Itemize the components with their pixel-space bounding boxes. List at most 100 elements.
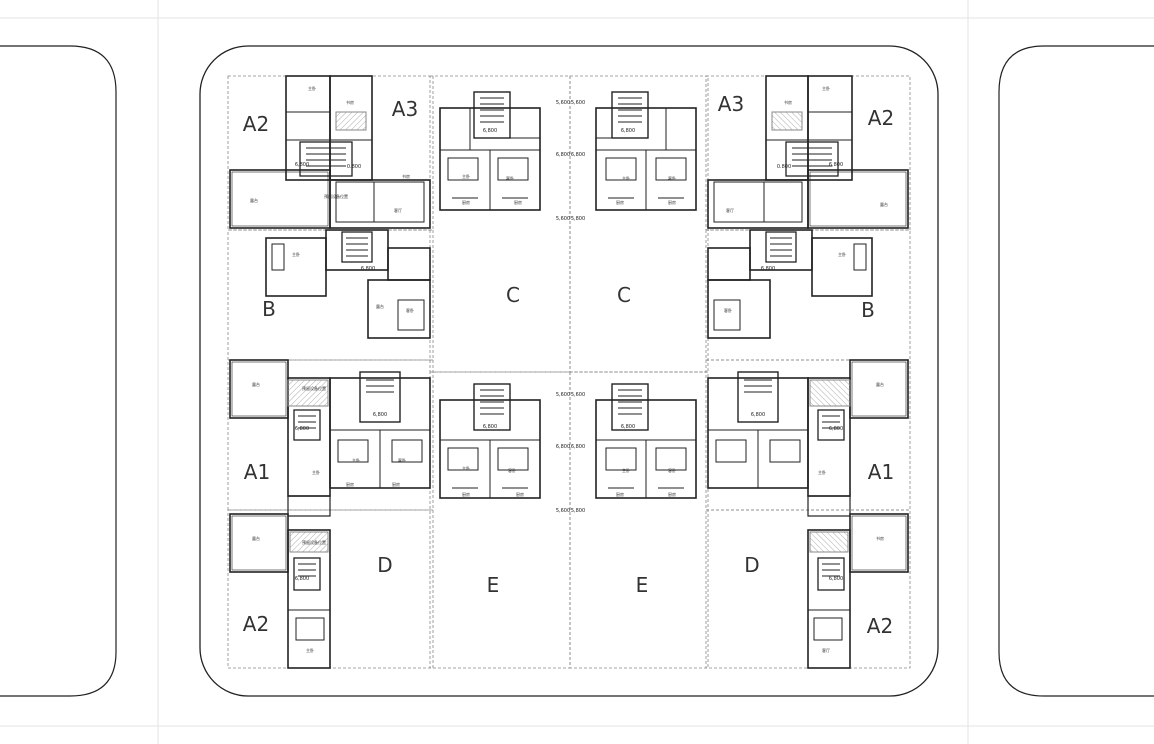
room-label: 露台 [876, 381, 884, 387]
dim-c-left-1: 6,800 [483, 128, 497, 134]
room-label: 书房 [346, 99, 354, 105]
house-unit-e-right [595, 383, 697, 499]
room-label: 客卧 [398, 457, 406, 463]
zone-label-b: B [262, 297, 276, 321]
room-label: 厨房 [346, 481, 354, 487]
room-label: 预留设备位置 [324, 193, 348, 199]
room-label: 厨房 [616, 199, 624, 205]
room-label: 主卧 [838, 251, 846, 257]
zone-label-a2: A2 [868, 106, 894, 130]
zone-label-c: C [506, 283, 520, 307]
dim-a2-br: 6,800 [829, 576, 843, 582]
room-label: 主卧 [308, 85, 316, 91]
zone-label-a1: A1 [868, 460, 894, 484]
dim-bot-2: 5,800 [571, 216, 585, 222]
dim-a2-tr: 6,800 [829, 162, 843, 168]
zone-labels: A2 A3 B C C A3 A2 B A1 D E E D A1 A2 A2 [243, 92, 894, 638]
room-label: 厨房 [462, 199, 470, 205]
zone-label-d: D [744, 553, 759, 577]
dim-e-top-1: 5,600 [556, 392, 570, 398]
house-unit-b-left [265, 229, 431, 339]
room-label: 厨房 [616, 491, 624, 497]
room-label: 露台 [250, 197, 258, 203]
dim-a2-tl-2: 0.800 [347, 164, 361, 170]
dim-a1-right: 6,800 [751, 412, 765, 418]
room-label: 厨房 [516, 491, 524, 497]
house-unit-c-right [595, 91, 697, 211]
room-label: 主卧 [622, 175, 630, 181]
dim-top-2: 5,600 [571, 100, 585, 106]
left-neighbour-block [0, 45, 117, 697]
dim-e-bot-2: 5,800 [571, 508, 585, 514]
zone-label-a2: A2 [243, 112, 269, 136]
room-label: 客厅 [822, 647, 830, 653]
room-label: 厨房 [668, 199, 676, 205]
dim-e-mid-2: 6,800 [571, 444, 585, 450]
room-label: 客卧 [724, 307, 732, 313]
main-site-boundary [199, 45, 939, 697]
zone-label-b: B [861, 298, 875, 322]
right-neighbour-block [998, 45, 1154, 697]
room-label: 预留设备位置 [302, 385, 326, 391]
zone-label-a1: A1 [244, 460, 270, 484]
house-unit-a1-left [229, 359, 431, 517]
zone-label-a2: A2 [243, 612, 269, 636]
room-label: 主卧 [462, 465, 470, 471]
dim-bot-1: 5,600 [556, 216, 570, 222]
room-label: 书房 [876, 535, 884, 541]
room-label: 客厅 [726, 207, 734, 213]
dim-e-top-2: 5,600 [571, 392, 585, 398]
zone-label-a3: A3 [718, 92, 744, 116]
room-label: 露台 [880, 201, 888, 207]
dim-a2-tl: 6,800 [295, 162, 309, 168]
dim-e-bot-1: 5,600 [556, 508, 570, 514]
zone-label-a2: A2 [867, 614, 893, 638]
dim-b-right: 6,800 [761, 266, 775, 272]
room-label: 预留设备位置 [302, 539, 326, 545]
house-unit-a2-bottom-right [807, 513, 909, 669]
room-label: 主卧 [622, 467, 630, 473]
room-label: 主卧 [312, 469, 320, 475]
room-label: 客卧 [406, 307, 414, 313]
room-label: 厨房 [514, 199, 522, 205]
room-label: 主卧 [818, 469, 826, 475]
zone-label-e: E [487, 573, 500, 597]
dim-top-1: 5,600 [556, 100, 570, 106]
dimension-annotations: 6,800 6,800 5,600 5,600 6,800 6,800 5,60… [295, 100, 843, 582]
room-label: 主卧 [352, 457, 360, 463]
dim-mid-1: 6,800 [556, 152, 570, 158]
dim-c-right-1: 6,800 [621, 128, 635, 134]
room-label: 露台 [252, 535, 260, 541]
dim-e-right: 6,800 [621, 424, 635, 430]
dim-a2-bl: 6,800 [295, 576, 309, 582]
dim-b-left: 6,800 [361, 266, 375, 272]
room-label: 厨房 [392, 481, 400, 487]
zone-label-a3: A3 [392, 97, 418, 121]
room-label: 露台 [252, 381, 260, 387]
dim-e-mid-1: 6,800 [556, 444, 570, 450]
house-unit-a2-top-right [707, 75, 909, 229]
zone-label-d: D [377, 553, 392, 577]
dim-a1-left-2: 6,800 [295, 426, 309, 432]
house-unit-a2-bottom-left [229, 513, 331, 669]
house-unit-a2-top-left [229, 75, 431, 229]
house-unit-c-left [439, 91, 541, 211]
room-label: 书房 [402, 173, 410, 179]
room-label: 主卧 [306, 647, 314, 653]
room-label: 露台 [376, 303, 384, 309]
house-unit-a1-right [707, 359, 909, 517]
dim-a1-right-2: 6,800 [829, 426, 843, 432]
dim-a1-left: 6,800 [373, 412, 387, 418]
dim-a2-tr-2: 0.800 [777, 164, 791, 170]
room-label: 客卧 [668, 175, 676, 181]
house-unit-e-left [439, 383, 541, 499]
zone-label-c: C [617, 283, 631, 307]
room-label: 厨房 [668, 491, 676, 497]
room-label: 主卧 [822, 85, 830, 91]
room-annotations: 主卧 书房 露台 预留设备位置 客厅 书房 主卧 客卧 露台 主卧 客卧 厨房 … [250, 85, 888, 653]
room-label: 客卧 [508, 467, 516, 473]
room-label: 书房 [784, 99, 792, 105]
house-unit-b-right [707, 229, 873, 339]
